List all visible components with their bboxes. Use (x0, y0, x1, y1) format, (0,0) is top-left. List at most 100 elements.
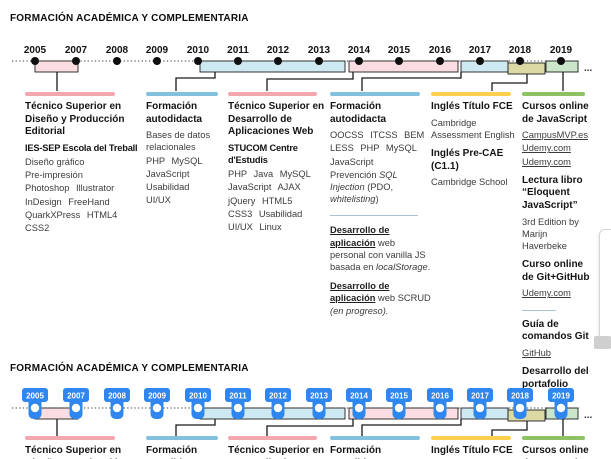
year-label-2016: 2016 (429, 45, 452, 56)
year-pin-label-2014: 2014 (350, 392, 368, 401)
course-title: Formación autodidacta (146, 101, 203, 125)
text-segment: whitelisting (330, 194, 376, 205)
year-pin-head (144, 388, 170, 402)
year-pin-label-2007: 2007 (67, 392, 85, 401)
year-label-2018: 2018 (509, 45, 532, 56)
connector-daw (266, 419, 354, 438)
course-title: Guía de comandos Git (522, 318, 589, 343)
course-title: Inglés Título FCE (431, 445, 513, 456)
skill-row: jQuery HTML5 (228, 195, 293, 206)
skill-row: QuarkXPress HTML4 (25, 209, 118, 220)
period-bar-ingles (431, 92, 511, 96)
text-segment: SQL Injection (330, 169, 398, 192)
year-pin-label-2011: 2011 (229, 392, 247, 401)
year-dot-2018 (516, 57, 524, 65)
link-campusmvp-es[interactable]: CampusMVP.es (522, 130, 588, 141)
text-segment: web personal con vanilla JS basada en (330, 237, 426, 273)
year-dot-2019 (557, 57, 565, 65)
skill-row: PHP MySQL (146, 155, 203, 166)
year-dot-2016 (436, 57, 444, 65)
year-pin-label-2018: 2018 (511, 392, 529, 401)
period-span-ingles (507, 62, 546, 75)
year-pin-label-2015: 2015 (390, 392, 408, 401)
course-title: Técnico Superior en Diseño y Producción … (25, 101, 125, 138)
year-label-2005: 2005 (24, 45, 47, 56)
year-dot-2015 (395, 57, 403, 65)
year-label-2007: 2007 (65, 45, 88, 56)
list-item: UI/UX (146, 195, 171, 206)
section-title: FORMACIÓN ACADÉMICA Y COMPLEMENTARIA (10, 13, 249, 24)
year-dot-2017 (476, 57, 484, 65)
year-pin-dot (556, 403, 566, 413)
course-title: Formación autodidacta (146, 445, 202, 459)
course-title: Técnico Superior en Desarrollo de Aplica… (228, 101, 325, 138)
connector-autodidacta-1 (175, 419, 216, 438)
period-bar-autodidacta-2 (330, 436, 420, 440)
year-pin-dot (71, 403, 81, 413)
year-pin-head (507, 388, 533, 402)
year-pin-dot (233, 403, 243, 413)
year-pin-head (225, 388, 251, 402)
divider (330, 215, 418, 217)
year-label-2012: 2012 (267, 45, 290, 56)
skill-row: UI/UX Linux (228, 222, 282, 232)
text-segment: web SCRUD (375, 293, 431, 304)
course-title: Técnico Superior en Desarrollo de Aplica… (228, 445, 325, 459)
skill-row: JavaScript AJAX (228, 182, 301, 193)
course-title: Lectura libro “Eloquent JavaScript” (522, 174, 583, 211)
period-bar-ingles (431, 436, 511, 440)
text-segment: Desarrollo de aplicación (330, 281, 390, 304)
course-title: Formación autodidacta (330, 101, 387, 125)
list-item: Pre-impresión (25, 170, 83, 181)
year-pin-head (22, 388, 48, 402)
column-editorial: Técnico Superior en Diseño y Producción … (25, 436, 141, 459)
text-segment: (PDO, (364, 182, 394, 192)
period-span-daw (348, 60, 459, 73)
adjacent-card-edge (599, 229, 611, 346)
year-pin-head (427, 388, 453, 402)
link-udemy-com[interactable]: Udemy.com (522, 156, 571, 167)
course-title: Técnico Superior en Diseño y Producción … (25, 445, 124, 459)
text-segment: . (427, 262, 431, 273)
year-label-2008: 2008 (106, 45, 129, 56)
link-udemy-com[interactable]: Udemy.com (522, 288, 571, 299)
year-pin-label-2017: 2017 (471, 392, 489, 401)
year-label-2019: 2019 (550, 45, 573, 56)
year-label-2013: 2013 (308, 45, 331, 56)
year-pin-head (306, 388, 332, 402)
year-pin-dot (152, 403, 162, 413)
year-pin-dot (273, 403, 283, 413)
year-pin-label-2009: 2009 (148, 392, 166, 401)
year-dot-2012 (274, 57, 282, 65)
skill-row: LESS PHP MySQL (330, 143, 417, 154)
year-dot-2011 (234, 57, 242, 65)
year-dot-2009 (153, 57, 161, 65)
year-dot-2010 (194, 57, 202, 65)
year-pin-dot (314, 403, 324, 413)
list-item: Usabilidad (146, 182, 190, 192)
timeline-ellipsis: ... (584, 410, 593, 421)
link-github[interactable]: GitHub (522, 347, 551, 358)
year-pin-dot (30, 403, 40, 413)
list-item: Bases de datos relacionales (146, 130, 211, 153)
year-dot-2005 (31, 57, 39, 65)
period-span-editorial (34, 60, 79, 73)
link-udemy-com[interactable]: Udemy.com (522, 143, 571, 154)
year-label-2014: 2014 (348, 45, 371, 56)
year-dot-2013 (315, 57, 323, 65)
project-note: Desarrollo de aplicación web SCRUD (en p… (330, 280, 432, 317)
year-label-2010: 2010 (187, 45, 210, 56)
connector-daw (266, 72, 354, 91)
year-pin-head (185, 388, 211, 402)
year-pin-dot (193, 403, 203, 413)
course-title: Inglés Pre-CAE (C1.1) (431, 148, 504, 172)
course-title: Inglés Título FCE (431, 101, 513, 112)
course-title: Cursos online de JavaScript (522, 101, 589, 125)
year-dot-2007 (72, 57, 80, 65)
column-daw: Técnico Superior en Desarrollo de Aplica… (228, 436, 325, 459)
year-dot-2008 (113, 57, 121, 65)
